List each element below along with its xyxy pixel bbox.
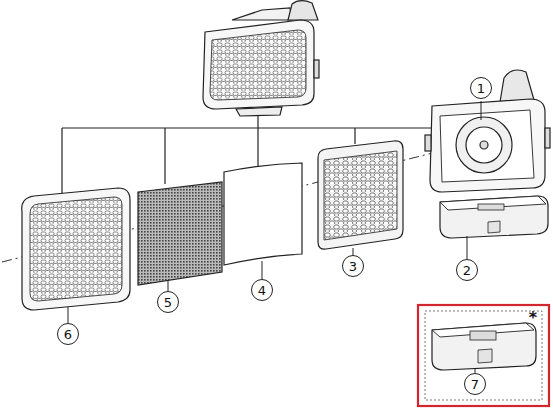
callout-number: 7 xyxy=(464,373,486,395)
optional-frame xyxy=(425,311,542,400)
battery-alternative xyxy=(432,323,536,370)
callout-number: 6 xyxy=(57,323,79,345)
callout-number: 1 xyxy=(470,77,492,99)
particle-filter xyxy=(318,141,403,249)
mesh-prefilter xyxy=(138,182,222,285)
note-mark: * xyxy=(522,307,544,329)
callout-number: 5 xyxy=(157,291,179,313)
front-cover xyxy=(22,188,130,310)
callout-number: 2 xyxy=(456,259,478,281)
battery xyxy=(440,196,548,238)
callout-number: 3 xyxy=(342,255,364,277)
highlight-frame xyxy=(418,305,549,406)
filter-sheet xyxy=(224,163,302,265)
callout-number: 4 xyxy=(251,279,273,301)
assembled-unit xyxy=(203,1,319,116)
blower-housing xyxy=(425,70,550,192)
